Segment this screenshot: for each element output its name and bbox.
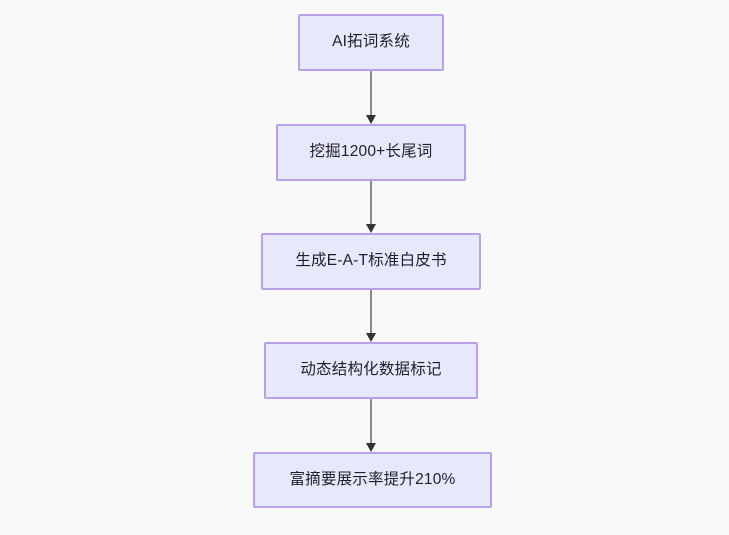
edge-line-2 (370, 181, 372, 224)
flow-node-ai-keyword-system[interactable]: AI拓词系统 (298, 14, 444, 71)
flow-node-mine-longtail-keywords[interactable]: 挖掘1200+长尾词 (276, 124, 466, 181)
flow-node-generate-eat-whitepaper[interactable]: 生成E-A-T标准白皮书 (261, 233, 481, 290)
flow-node-label: 生成E-A-T标准白皮书 (295, 252, 447, 270)
edge-line-4 (370, 399, 372, 443)
edge-arrowhead-2 (366, 224, 376, 233)
flow-node-label: 动态结构化数据标记 (300, 361, 442, 379)
edge-arrowhead-3 (366, 333, 376, 342)
flow-node-label: 挖掘1200+长尾词 (309, 143, 433, 161)
flow-node-rich-snippet-impression-lift[interactable]: 富摘要展示率提升210% (253, 452, 492, 508)
edge-arrowhead-1 (366, 115, 376, 124)
flow-node-label: AI拓词系统 (332, 33, 410, 51)
edge-arrowhead-4 (366, 443, 376, 452)
flow-node-label: 富摘要展示率提升210% (289, 470, 456, 488)
edge-line-1 (370, 71, 372, 115)
edge-line-3 (370, 290, 372, 333)
flow-node-dynamic-structured-data-markup[interactable]: 动态结构化数据标记 (264, 342, 478, 399)
